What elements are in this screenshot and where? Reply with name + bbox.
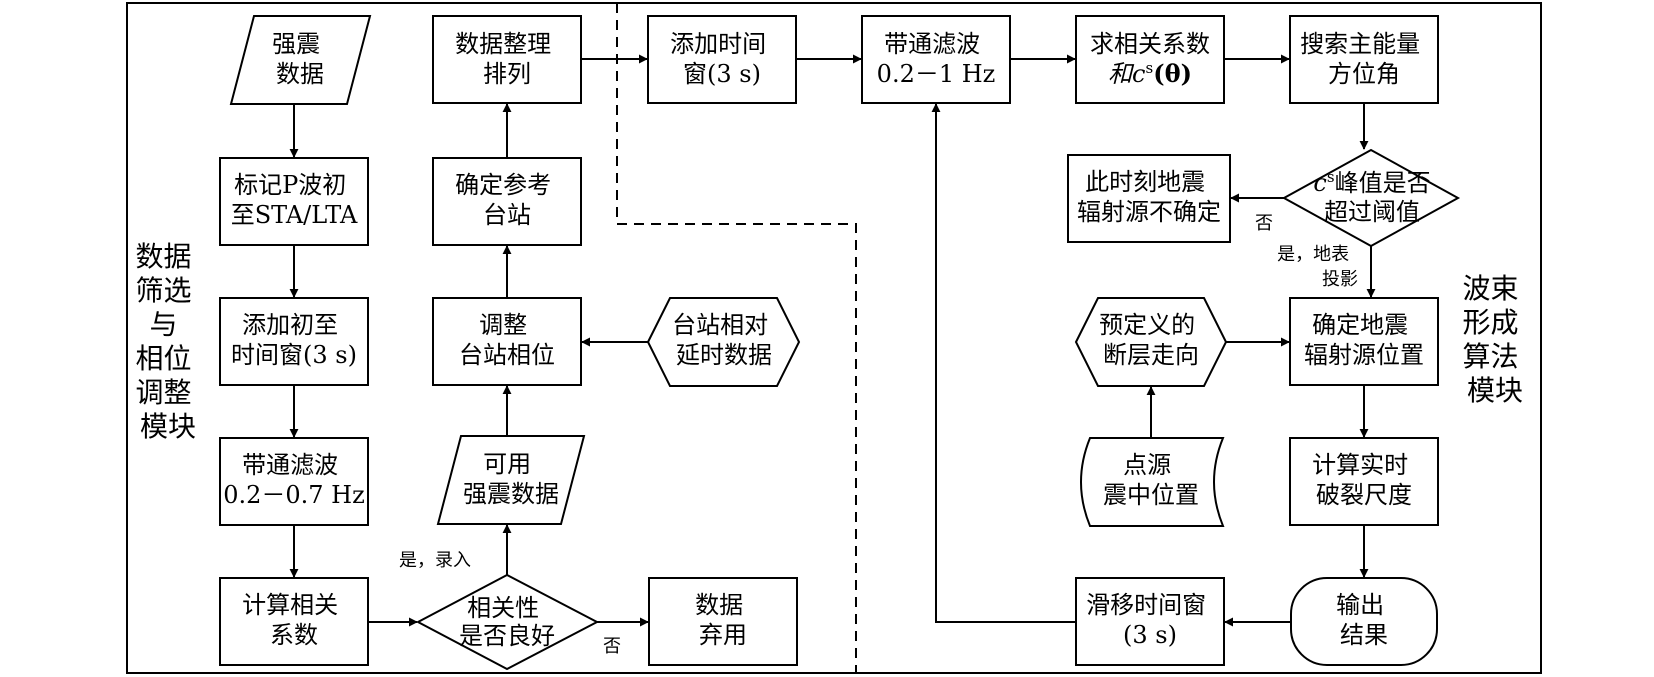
corr-cs-formula: 和cs(θ) <box>1108 59 1192 88</box>
no-uncertain-label: 否 <box>1255 213 1273 234</box>
arrange-node <box>432 15 582 104</box>
epicenter-label: 点源 震中位置 <box>1103 451 1199 509</box>
right-module-title: 波束 形成 算法 模块 <box>1463 272 1528 407</box>
add-window2-node <box>647 15 797 104</box>
search-azimuth-label: 搜索主能量 方位角 <box>1300 30 1428 88</box>
ref-station-label: 确定参考 台站 <box>455 171 559 229</box>
yes-projection-label: 是，地表 投影 <box>1277 244 1358 290</box>
add-window2-label: 添加时间 窗(3 s) <box>670 30 774 88</box>
corr-cs-label: 求相关系数 <box>1090 30 1210 58</box>
arrange-label: 数据整理 排列 <box>455 30 559 88</box>
discard-label: 数据 弃用 <box>695 591 751 649</box>
calc-corr-node <box>219 577 369 666</box>
add-window1-label: 添加初至 时间窗(3 s) <box>231 311 357 369</box>
bandpass1-label: 带通滤波 0.2－0.7 Hz <box>223 451 365 509</box>
add-window1-node <box>219 297 369 386</box>
corr-good-label: 相关性 是否良好 <box>459 594 555 650</box>
delay-data-node <box>646 297 801 387</box>
arrow-slide-to-bandpass2 <box>931 103 1076 623</box>
usable-data-node <box>436 435 586 525</box>
epicenter-node <box>1080 437 1225 527</box>
rupture-scale-label: 计算实时 破裂尺度 <box>1312 451 1416 509</box>
calc-corr-label: 计算相关 系数 <box>242 591 346 649</box>
delay-data-label: 台站相对 延时数据 <box>672 311 776 369</box>
strong-data-node <box>229 15 372 105</box>
peak-threshold-label: cs峰值是否 <box>1313 168 1430 197</box>
peak-threshold-decision <box>1281 148 1461 248</box>
uncertain-label: 此时刻地震 辐射源不确定 <box>1077 168 1221 226</box>
yes-record-label: 是，录入 <box>399 550 471 571</box>
source-location-label: 确定地震 辐射源位置 <box>1304 311 1424 369</box>
mark-p-label: 标记P波初 至STA/LTA <box>231 171 358 229</box>
output-label: 输出 结果 <box>1336 591 1392 649</box>
uncertain-node <box>1067 154 1231 243</box>
slide-window-label: 滑移时间窗 (3 s) <box>1086 591 1214 649</box>
bandpass1-node <box>219 437 369 526</box>
left-module-title: 数据 筛选 与 相位 调整 模块 <box>136 240 201 443</box>
corr-cs-node <box>1075 15 1225 104</box>
no-discard-label: 否 <box>603 636 621 657</box>
adjust-phase-node <box>432 297 582 386</box>
ref-station-node <box>432 157 582 246</box>
fault-strike-label: 预定义的 断层走向 <box>1099 311 1203 369</box>
slide-window-node <box>1075 577 1225 666</box>
discard-node <box>648 577 798 666</box>
outer-frame <box>126 2 1542 674</box>
module-divider <box>616 3 857 673</box>
adjust-phase-label: 调整 台站相位 <box>459 311 555 369</box>
usable-data-label: 可用 强震数据 <box>463 450 559 508</box>
mark-p-node <box>219 157 369 246</box>
peak-threshold-label-2: 超过阈值 <box>1324 198 1420 226</box>
strong-data-label: 强震 数据 <box>272 30 328 88</box>
bandpass2-label: 带通滤波 0.2－1 Hz <box>877 30 996 88</box>
